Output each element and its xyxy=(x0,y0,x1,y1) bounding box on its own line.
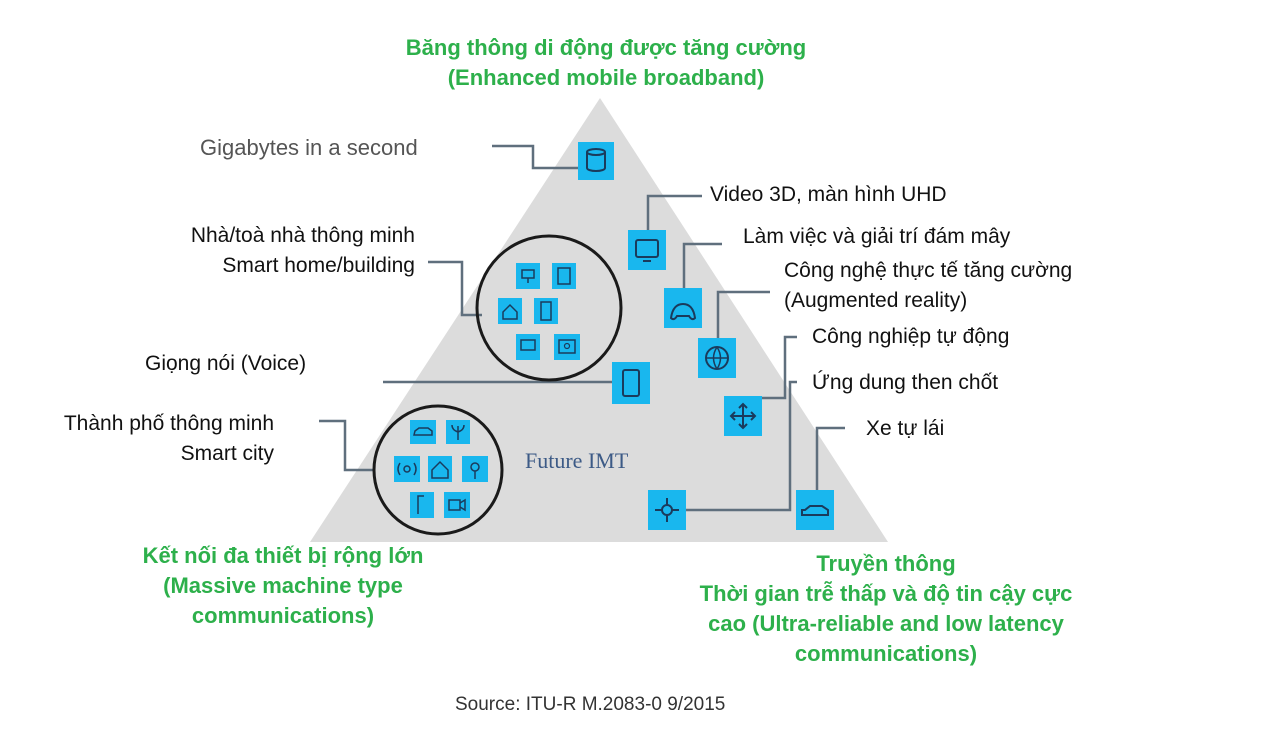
home-pc-icon xyxy=(516,263,540,289)
phone-icon xyxy=(612,362,650,404)
industry-label: Công nghiệp tự động xyxy=(812,325,1010,348)
smart-home-label: Nhà/toà nhà thông minh Smart home/buildi… xyxy=(112,221,415,281)
voice-label: Giọng nói (Voice) xyxy=(145,352,307,375)
gigabytes-label: Gigabytes in a second xyxy=(200,135,418,160)
monitor-icon xyxy=(628,230,666,270)
network-hub-icon xyxy=(648,490,686,530)
database-icon xyxy=(578,142,614,180)
arrows-icon xyxy=(724,396,762,436)
home-connector xyxy=(428,260,482,317)
video-label: Video 3D, màn hình UHD xyxy=(710,183,947,206)
smart-home-label-en: Smart home/building xyxy=(222,254,415,277)
cloud-label: Làm việc và giải trí đám mây xyxy=(743,225,1011,248)
smart-city-icons xyxy=(394,420,488,518)
mmtc-title-vi: Kết nối đa thiết bị rộng lớn xyxy=(142,543,424,568)
video-connector xyxy=(646,194,702,232)
smart-city-label-en: Smart city xyxy=(180,442,274,465)
safe-icon xyxy=(554,334,580,360)
ar-label: Công nghệ thực tế tăng cường (Augmented … xyxy=(784,256,1072,316)
urllc-title-3: cao (Ultra-reliable and low latency xyxy=(708,611,1064,636)
smart-city-circle xyxy=(372,404,504,536)
tv-icon xyxy=(516,334,540,360)
smart-home-icons xyxy=(498,263,580,360)
urllc-title-4: communications) xyxy=(794,641,978,666)
future-imt-label: Future IMT xyxy=(525,448,629,473)
cloud-connector xyxy=(682,242,722,288)
smart-home-circle xyxy=(475,234,623,382)
critical-connector xyxy=(686,380,797,512)
mmtc-title-en-1: (Massive machine type xyxy=(163,573,403,598)
car-label: Xe tự lái xyxy=(866,417,945,440)
urllc-title-1: Truyền thông xyxy=(816,551,956,576)
camera-icon xyxy=(444,492,470,518)
car-connector xyxy=(815,426,845,492)
ar-label-vi: Công nghệ thực tế tăng cường xyxy=(784,259,1073,282)
car-icon xyxy=(796,490,834,530)
urllc-title-2: Thời gian trễ thấp và độ tin cậy cực xyxy=(699,581,1073,606)
city-connector xyxy=(319,419,373,472)
mmtc-title-en-2: communications) xyxy=(191,603,375,628)
source-caption: Source: ITU-R M.2083-0 9/2015 xyxy=(455,694,726,715)
smart-home-label-vi: Nhà/toà nhà thông minh xyxy=(190,224,415,247)
globe-icon xyxy=(698,338,736,378)
embb-title-vi: Băng thông di động được tăng cường xyxy=(405,35,807,60)
mmtc-heading: Kết nối đa thiết bị rộng lớn (Massive ma… xyxy=(120,541,446,631)
ar-label-en: (Augmented reality) xyxy=(784,289,968,312)
smart-city-label-vi: Thành phố thông minh xyxy=(63,412,274,435)
ar-connector xyxy=(716,290,770,340)
connector-lines xyxy=(319,144,845,512)
embb-heading: Băng thông di động được tăng cường (Enha… xyxy=(380,33,832,93)
critical-label: Ứng dung then chốt xyxy=(812,371,999,394)
embb-title-en: (Enhanced mobile broadband) xyxy=(447,65,765,90)
urllc-heading: Truyền thông Thời gian trễ thấp và độ ti… xyxy=(672,549,1100,669)
smart-city-label: Thành phố thông minh Smart city xyxy=(20,409,274,469)
gigabytes-connector xyxy=(492,144,582,170)
house-icon xyxy=(498,298,522,324)
gamepad-icon xyxy=(664,288,702,328)
fridge-icon xyxy=(552,263,576,289)
industry-connector xyxy=(762,335,797,400)
